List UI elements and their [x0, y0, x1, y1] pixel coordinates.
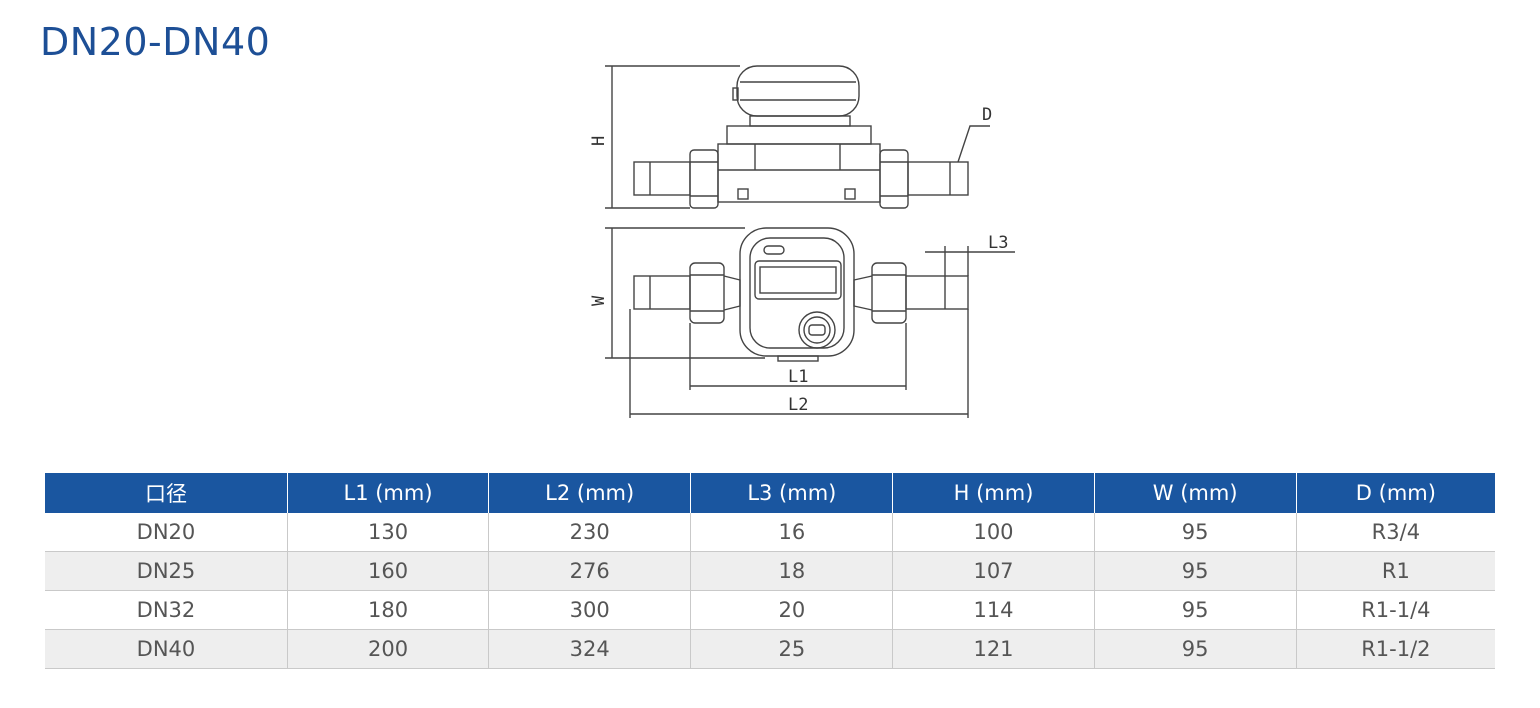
dim-label-l2: L2 [788, 395, 808, 415]
table-header-row: 口径 L1 (mm) L2 (mm) L3 (mm) H (mm) W (mm)… [45, 473, 1495, 513]
table-cell: R1-1/2 [1296, 629, 1495, 669]
dim-label-w: W [590, 295, 609, 306]
dim-label-l1: L1 [788, 367, 808, 387]
dim-label-h: H [590, 136, 609, 146]
table-header-cell: 口径 [45, 473, 288, 513]
table-cell: 230 [488, 513, 692, 552]
table-cell: DN32 [45, 590, 288, 630]
water-meter-drawing: H D W L3 L1 L2 [590, 65, 1015, 418]
dim-label-d: D [982, 105, 992, 125]
table-cell: 121 [892, 629, 1095, 669]
table-cell: R1-1/4 [1296, 590, 1495, 630]
table-cell: 114 [892, 590, 1095, 630]
spec-table: 口径 L1 (mm) L2 (mm) L3 (mm) H (mm) W (mm)… [45, 473, 1495, 669]
table-cell: 300 [488, 590, 692, 630]
table-cell: 95 [1094, 513, 1297, 552]
table-cell: 16 [690, 513, 894, 552]
table-cell: 95 [1094, 629, 1297, 669]
table-cell: 324 [488, 629, 692, 669]
table-cell: 200 [287, 629, 490, 669]
table-header-cell: L3 (mm) [690, 473, 894, 513]
table-row: DN25 160 276 18 107 95 R1 [45, 551, 1495, 591]
table-cell: 18 [690, 551, 894, 591]
table-cell: 95 [1094, 551, 1297, 591]
table-cell: 20 [690, 590, 894, 630]
table-cell: R1 [1296, 551, 1495, 591]
table-cell: DN25 [45, 551, 288, 591]
table-cell: R3/4 [1296, 513, 1495, 552]
table-cell: 25 [690, 629, 894, 669]
table-cell: 160 [287, 551, 490, 591]
table-row: DN40 200 324 25 121 95 R1-1/2 [45, 629, 1495, 669]
table-row: DN20 130 230 16 100 95 R3/4 [45, 513, 1495, 552]
table-header-cell: H (mm) [892, 473, 1095, 513]
table-cell: DN20 [45, 513, 288, 552]
table-header-cell: L1 (mm) [287, 473, 490, 513]
table-cell: 95 [1094, 590, 1297, 630]
table-header-cell: L2 (mm) [488, 473, 692, 513]
table-row: DN32 180 300 20 114 95 R1-1/4 [45, 590, 1495, 630]
table-header-cell: W (mm) [1094, 473, 1297, 513]
table-cell: 100 [892, 513, 1095, 552]
table-cell: DN40 [45, 629, 288, 669]
table-cell: 180 [287, 590, 490, 630]
table-cell: 130 [287, 513, 490, 552]
table-cell: 107 [892, 551, 1095, 591]
table-header-cell: D (mm) [1296, 473, 1495, 513]
dim-label-l3: L3 [988, 233, 1008, 253]
page-title: DN20-DN40 [40, 20, 271, 64]
table-cell: 276 [488, 551, 692, 591]
